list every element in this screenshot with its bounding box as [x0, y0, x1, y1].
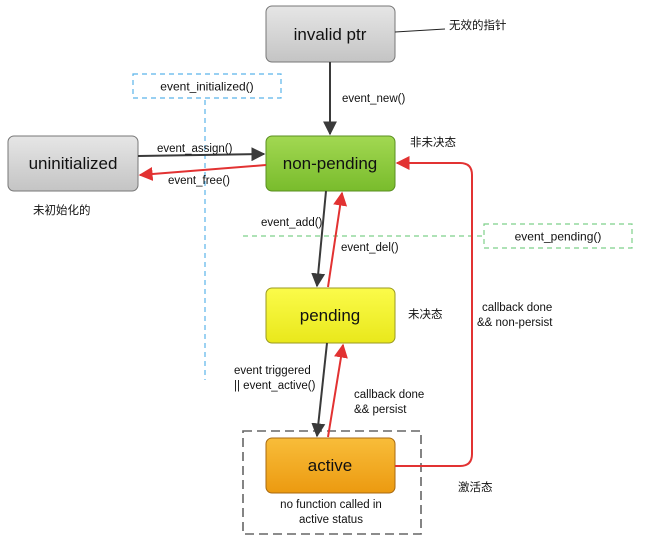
state-pending: pending: [265, 287, 396, 344]
label-callback-persist-1: callback done: [354, 389, 424, 401]
note-invalid-cn: 无效的指针: [449, 18, 507, 32]
state-active: active: [265, 437, 396, 494]
arrow-event-triggered: [311, 342, 328, 438]
label-event-triggered-2: || event_active(): [234, 380, 316, 392]
state-non-pending: non-pending: [265, 135, 396, 192]
state-invalid-ptr: invalid ptr: [265, 5, 396, 63]
note-active-cn: 激活态: [458, 480, 493, 494]
label-event-add: event_add(): [261, 217, 323, 229]
state-invalid-ptr-label: invalid ptr: [294, 25, 367, 44]
event-initialized-label: event_initialized(): [160, 80, 253, 94]
note-non-pending-cn: 非未决态: [410, 135, 456, 149]
invalid-note-connector: [394, 28, 446, 33]
event-initialized-tag: [132, 73, 282, 99]
state-pending-label: pending: [300, 306, 361, 325]
state-uninitialized-label: uninitialized: [29, 154, 118, 173]
label-event-del: event_del(): [341, 242, 399, 254]
state-active-label: active: [308, 456, 352, 475]
label-callback-non-persist-2: && non-persist: [477, 317, 553, 329]
arrow-event-del: [327, 191, 348, 288]
label-callback-persist-2: && persist: [354, 404, 407, 416]
active-region-box: [242, 430, 422, 535]
note-uninitialized-cn: 未初始化的: [33, 203, 91, 217]
label-event-triggered-1: event triggered: [234, 365, 311, 377]
arrow-event-assign: [137, 147, 266, 162]
label-event-assign: event_assign(): [157, 143, 233, 155]
note-active-no-function-1: no function called in: [280, 499, 382, 511]
arrow-event-free: [138, 164, 267, 181]
note-active-no-function-2: active status: [299, 514, 363, 526]
arrow-event-add: [311, 190, 327, 288]
state-non-pending-label: non-pending: [283, 154, 378, 173]
arrow-callback-non-persist: [395, 156, 473, 467]
state-uninitialized: uninitialized: [7, 135, 139, 192]
event-pending-label: event_pending(): [515, 230, 602, 244]
label-event-new: event_new(): [342, 93, 405, 105]
arrow-callback-persist: [327, 343, 348, 438]
note-pending-cn: 未决态: [408, 307, 443, 321]
label-callback-non-persist-1: callback done: [482, 302, 552, 314]
label-event-free: event_free(): [168, 175, 230, 187]
event-pending-tag: [483, 223, 633, 249]
